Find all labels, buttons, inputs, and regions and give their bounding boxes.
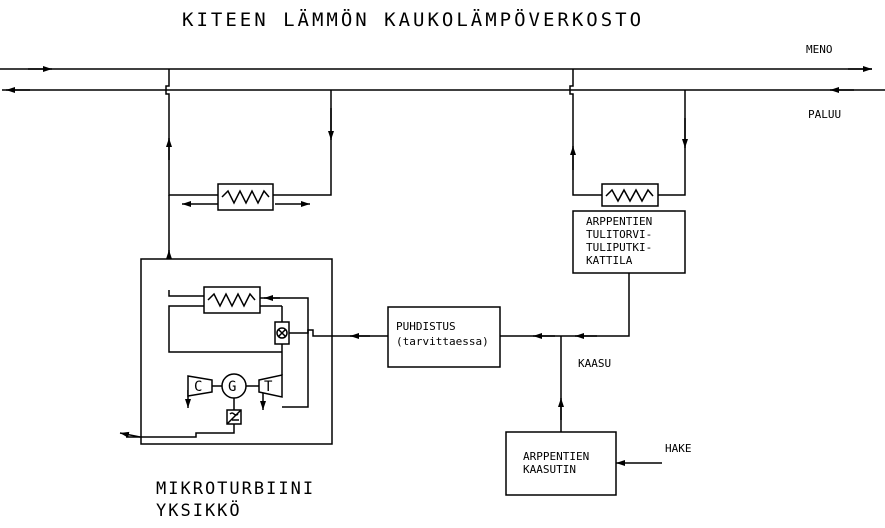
microturbine-internal-piping [119, 290, 388, 438]
compressor-shape [187, 375, 213, 397]
gasifier-label-1: ARPPENTIEN [523, 450, 589, 463]
heat-exchanger-coil-icon [221, 189, 270, 205]
boiler-label-4: KATTILA [586, 254, 633, 267]
compressor-label: C [194, 379, 202, 395]
cleaning-label-1: PUHDISTUS [396, 320, 456, 333]
right-branch [569, 69, 688, 196]
chips-label: HAKE [665, 442, 692, 455]
gasifier-label-2: KAASUTIN [523, 463, 576, 476]
heat-exchanger-left [217, 183, 274, 211]
cleaning-label-2: (tarvittaessa) [396, 335, 489, 348]
gasifier-box [505, 431, 617, 496]
gas-lines [500, 273, 662, 466]
generator-label: G [228, 379, 236, 395]
microturbine-label-1: MIKROTURBIINI [156, 479, 315, 499]
boiler-label-1: ARPPENTIEN [586, 215, 652, 228]
left-branch [165, 69, 334, 290]
boiler-box [572, 210, 686, 274]
recuperator-box [203, 286, 261, 314]
boiler-label-3: TULIPUTKI- [586, 241, 652, 254]
heat-exchanger-coil-icon-2 [605, 188, 654, 203]
turbine-label: T [264, 379, 273, 395]
microturbine-label-2: YKSIKKÖ [156, 499, 242, 521]
turbine-shape [258, 374, 283, 398]
gas-label: KAASU [578, 357, 611, 370]
recuperator-coil-icon [207, 292, 256, 308]
paluu-label: PALUU [808, 108, 841, 121]
power-converter-icon [226, 409, 242, 425]
heat-exchanger-right [601, 183, 659, 207]
meno-label: MENO [806, 43, 833, 56]
diagram-title: KITEEN LÄMMÖN KAUKOLÄMPÖVERKOSTO [182, 8, 644, 31]
boiler-label-2: TULITORVI- [586, 228, 652, 241]
cleaning-box [387, 306, 501, 368]
combustor-valve-icon [276, 327, 288, 339]
